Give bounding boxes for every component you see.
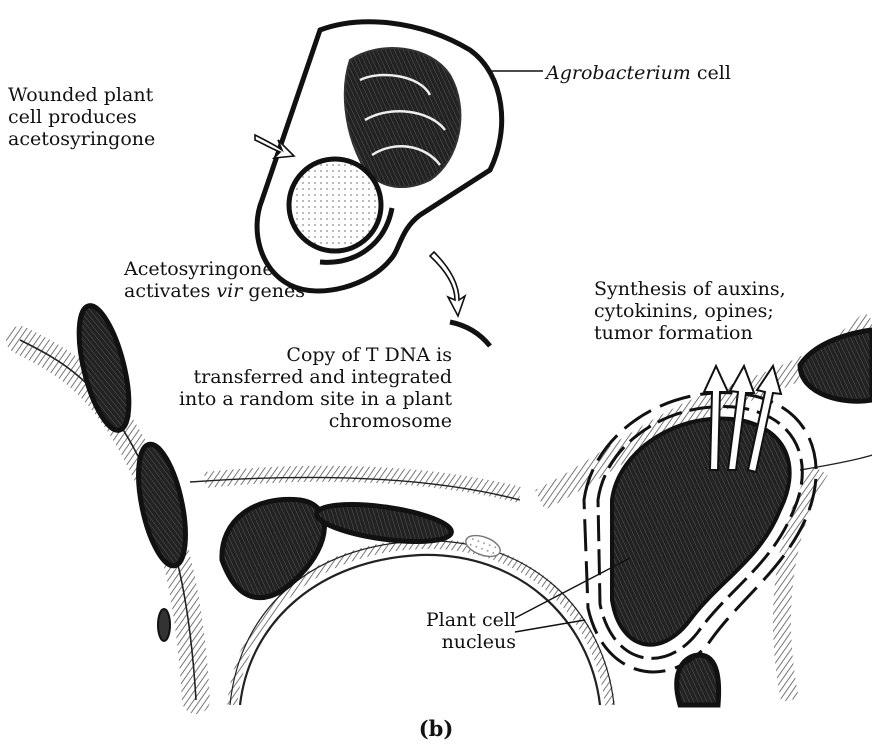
aceto-label-line2: activates vir genes bbox=[124, 280, 305, 302]
acetosyringone-activates-label: Acetosyringone activates vir genes bbox=[124, 258, 305, 302]
copy-label-line: into a random site in a plant bbox=[150, 388, 452, 410]
aceto-label-suffix: genes bbox=[242, 280, 305, 302]
aceto-label-line1: Acetosyringone bbox=[124, 258, 305, 280]
copy-label-line: Copy of T DNA is bbox=[150, 344, 452, 366]
copy-label-line: chromosome bbox=[150, 410, 452, 432]
nucleus-label-line: Plant cell bbox=[406, 609, 516, 631]
agrobacterium-label-italic: Agrobacterium bbox=[546, 62, 691, 84]
panel-label: (b) bbox=[0, 718, 872, 740]
synthesis-label-line: Synthesis of auxins, bbox=[594, 278, 786, 300]
agrobacterium-label-rest: cell bbox=[691, 62, 731, 84]
agrobacterium-cell-label: Agrobacterium cell bbox=[546, 62, 731, 84]
aceto-label-vir: vir bbox=[216, 280, 242, 302]
aceto-label-prefix: activates bbox=[124, 280, 216, 302]
wounded-plant-cell-label: Wounded plant cell produces acetosyringo… bbox=[8, 84, 155, 150]
nucleus-label-line: nucleus bbox=[406, 631, 516, 653]
copy-label-line: transferred and integrated bbox=[150, 366, 452, 388]
t-dna-fragment bbox=[450, 322, 490, 346]
leader-lines bbox=[488, 71, 630, 632]
wounded-label-line: acetosyringone bbox=[8, 128, 155, 150]
plant-cell-nucleus-label: Plant cell nucleus bbox=[406, 609, 516, 653]
wounded-label-line: cell produces bbox=[8, 106, 155, 128]
wounded-label-line: Wounded plant bbox=[8, 84, 155, 106]
synthesis-label-line: cytokinins, opines; bbox=[594, 300, 786, 322]
synthesis-label: Synthesis of auxins, cytokinins, opines;… bbox=[594, 278, 786, 344]
synthesis-label-line: tumor formation bbox=[594, 322, 786, 344]
t-dna-transfer-label: Copy of T DNA is transferred and integra… bbox=[150, 344, 452, 432]
